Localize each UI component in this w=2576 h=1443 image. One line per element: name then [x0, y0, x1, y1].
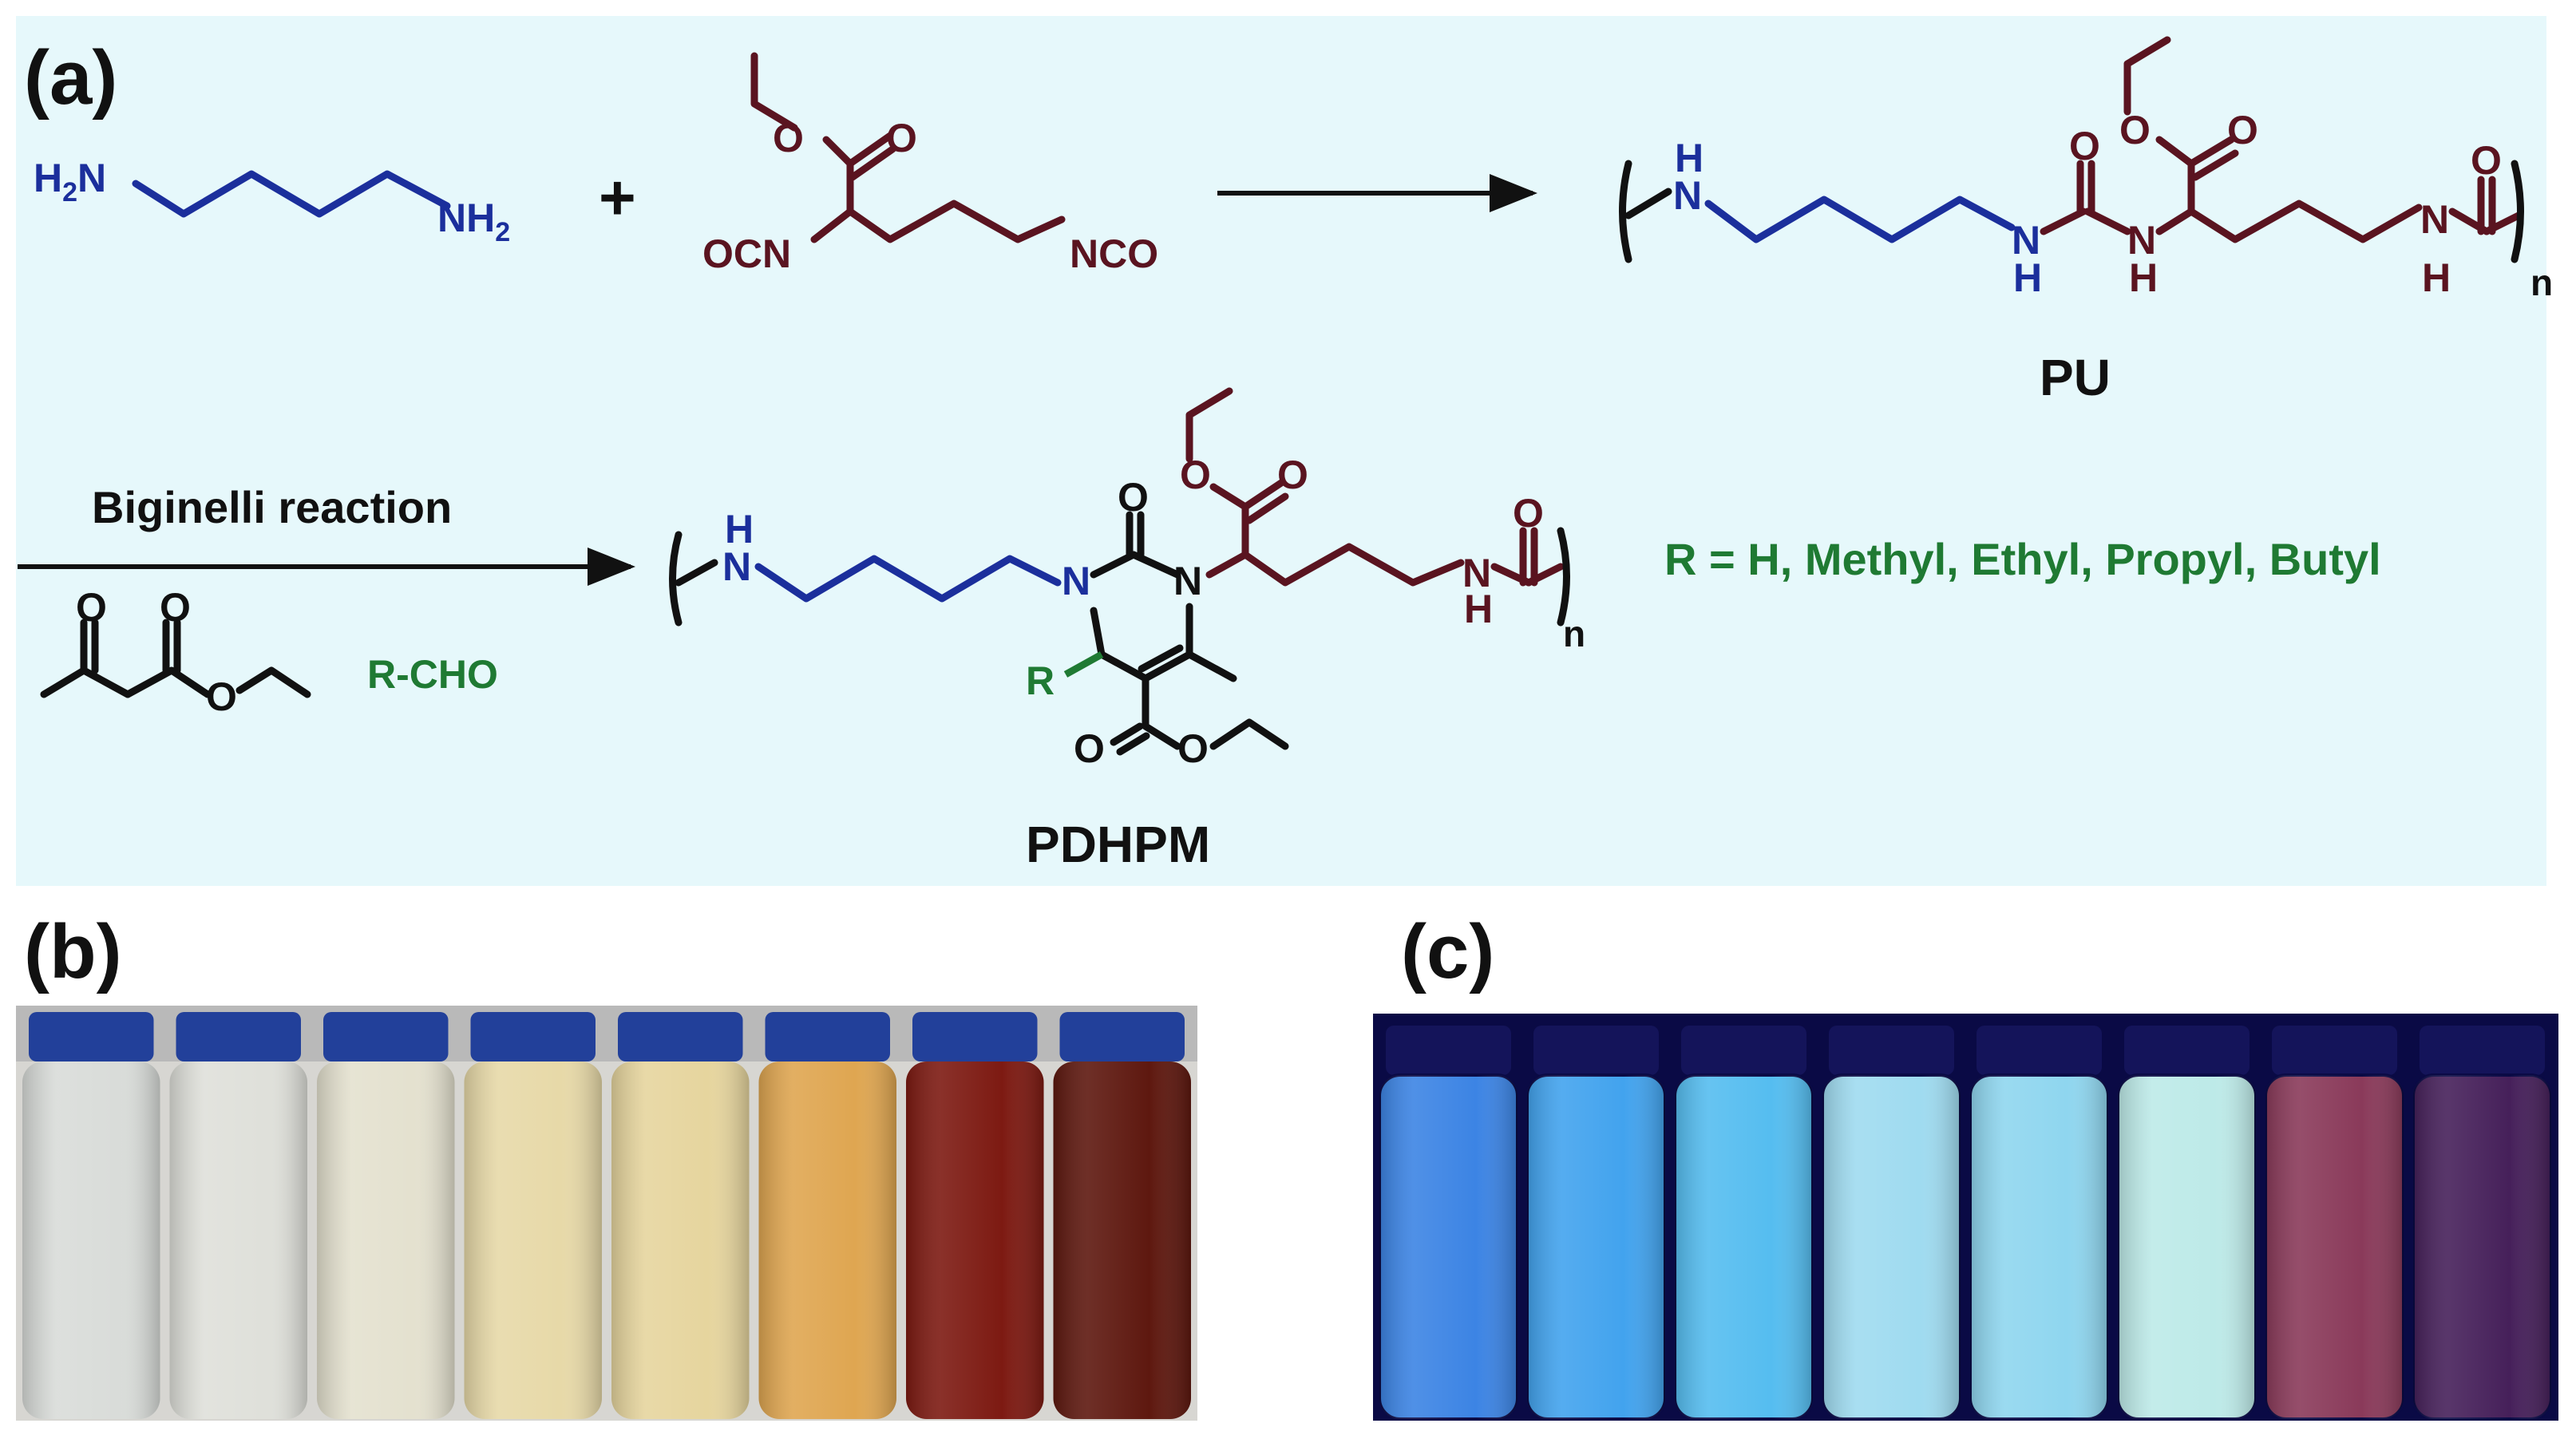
- vial-cap: [2420, 1026, 2545, 1075]
- reagent-aldehyde: R-CHO: [367, 652, 498, 697]
- vial-cap: [1059, 1012, 1185, 1061]
- svg-text:N: N: [2127, 218, 2156, 263]
- product-pu-structure: H N N H O N H O O N H O n: [1619, 36, 2553, 303]
- svg-text:O: O: [886, 116, 917, 160]
- panel-b-label: (b): [24, 909, 122, 994]
- svg-text:O: O: [1180, 453, 1211, 497]
- product-pdhpm-structure: H N N O N R O O O O N H O: [669, 387, 1585, 771]
- svg-text:O: O: [1074, 726, 1105, 771]
- vial-cap: [1681, 1026, 1806, 1075]
- svg-text:R: R: [1026, 658, 1055, 703]
- svg-text:N: N: [722, 544, 751, 589]
- vial-cap: [1386, 1026, 1511, 1075]
- svg-text:O: O: [2119, 108, 2151, 152]
- svg-text:N: N: [2420, 197, 2449, 242]
- r-group-definition: R = H, Methyl, Ethyl, Propyl, Butyl: [1664, 534, 2381, 584]
- vial-cap: [176, 1012, 301, 1061]
- plus-sign: +: [599, 162, 636, 233]
- vial-shading: [1053, 1061, 1191, 1419]
- vial-shading: [758, 1061, 896, 1419]
- panel-a-label: (a): [24, 35, 117, 121]
- svg-text:H: H: [1675, 136, 1703, 180]
- vial-shading: [1970, 1075, 2108, 1419]
- svg-text:O: O: [1277, 453, 1308, 497]
- vial-cap: [1533, 1026, 1659, 1075]
- vial-cap: [1977, 1026, 2102, 1075]
- svg-text:O: O: [2471, 138, 2502, 183]
- vial-cap: [618, 1012, 743, 1061]
- svg-text:O: O: [2069, 124, 2100, 168]
- vial-cap: [2272, 1026, 2397, 1075]
- photo-vials-daylight: [16, 1006, 1197, 1421]
- vial-cap: [1829, 1026, 1954, 1075]
- vial-shading: [906, 1061, 1044, 1419]
- vial-shading: [317, 1061, 455, 1419]
- vial-shading: [2413, 1075, 2551, 1419]
- vial-cap: [470, 1012, 596, 1061]
- vial-shading: [464, 1061, 602, 1419]
- vial-cap: [765, 1012, 890, 1061]
- svg-text:NH2: NH2: [437, 196, 510, 247]
- vial-shading: [611, 1061, 750, 1419]
- photo-vials-uv: [1373, 1014, 2558, 1421]
- svg-text:O: O: [76, 585, 107, 630]
- svg-text:H2N: H2N: [34, 156, 106, 208]
- svg-text:O: O: [1177, 726, 1209, 771]
- svg-text:H: H: [2013, 255, 2042, 300]
- reagent-ethyl-acetoacetate: O O O: [40, 585, 311, 719]
- product-pdhpm-name: PDHPM: [1026, 816, 1210, 873]
- svg-text:OCN: OCN: [702, 231, 791, 276]
- svg-text:N: N: [1462, 551, 1491, 595]
- vial-shading: [2118, 1075, 2256, 1419]
- svg-text:N: N: [1062, 559, 1090, 603]
- svg-text:O: O: [1118, 475, 1149, 520]
- svg-text:N: N: [1173, 559, 1202, 603]
- vial-cap: [323, 1012, 449, 1061]
- vial-shading: [1527, 1075, 1665, 1419]
- svg-text:O: O: [160, 585, 191, 630]
- vial-shading: [1822, 1075, 1961, 1419]
- vial-cap: [912, 1012, 1038, 1061]
- svg-text:H: H: [2422, 255, 2451, 300]
- svg-text:H: H: [2129, 255, 2158, 300]
- vial-shading: [1379, 1075, 1518, 1419]
- vial-cap: [29, 1012, 154, 1061]
- vial-cap: [2124, 1026, 2250, 1075]
- svg-text:n: n: [1563, 613, 1585, 654]
- vial-shading: [169, 1061, 307, 1419]
- svg-text:n: n: [2530, 262, 2553, 303]
- svg-text:O: O: [773, 116, 804, 160]
- svg-text:O: O: [206, 674, 237, 719]
- product-pu-name: PU: [2040, 349, 2111, 406]
- svg-text:H: H: [725, 507, 754, 552]
- svg-text:O: O: [1513, 491, 1544, 536]
- svg-text:H: H: [1464, 587, 1493, 631]
- reactant-diisocyanate: O O OCN NCO: [702, 52, 1158, 276]
- vial-shading: [2265, 1075, 2404, 1419]
- svg-text:NCO: NCO: [1070, 231, 1158, 276]
- vial-shading: [1675, 1075, 1813, 1419]
- panel-c-label: (c): [1401, 909, 1494, 994]
- svg-text:O: O: [2227, 108, 2258, 152]
- reactant-diamine: H2N NH2: [34, 156, 510, 247]
- svg-text:N: N: [1673, 173, 1702, 218]
- reaction-name-label: Biginelli reaction: [92, 482, 452, 532]
- svg-text:N: N: [2012, 218, 2040, 263]
- vial-shading: [22, 1061, 160, 1419]
